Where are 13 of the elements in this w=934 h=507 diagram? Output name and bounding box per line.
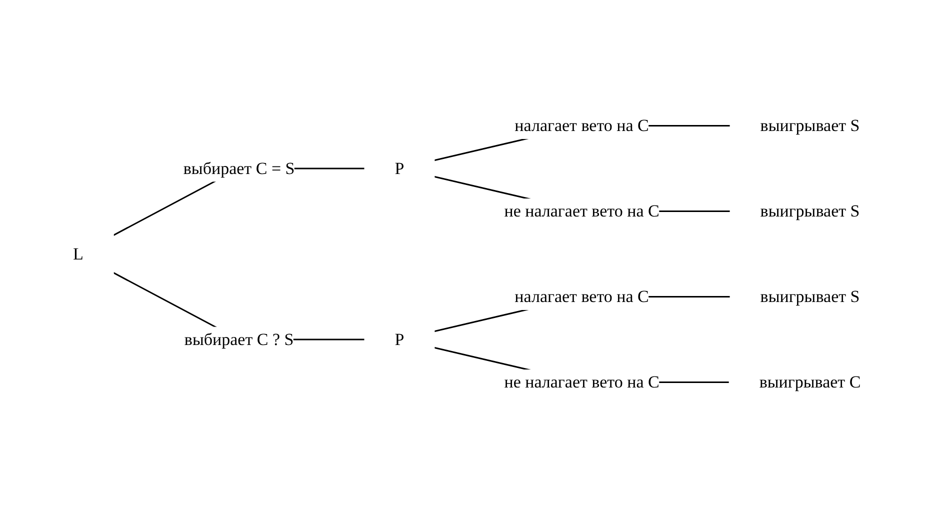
- edge-label: не налагает вето на C: [504, 372, 660, 391]
- edge-label: выбирает C ? S: [184, 329, 294, 348]
- edge-label: выбирает C = S: [184, 158, 295, 178]
- node-text: P: [394, 158, 404, 178]
- edge-label: налагает вето на C: [514, 116, 650, 134]
- edge-label: не налагает вето на C: [504, 201, 660, 220]
- node-text: выигрывает S: [760, 286, 860, 306]
- edge-label: налагает вето на C: [514, 286, 650, 306]
- node-text: L: [73, 244, 84, 263]
- node-text: выигрывает S: [760, 201, 860, 220]
- node-text: выигрывает C: [759, 372, 861, 391]
- node-text: P: [394, 329, 404, 348]
- node-text: выигрывает S: [760, 116, 860, 134]
